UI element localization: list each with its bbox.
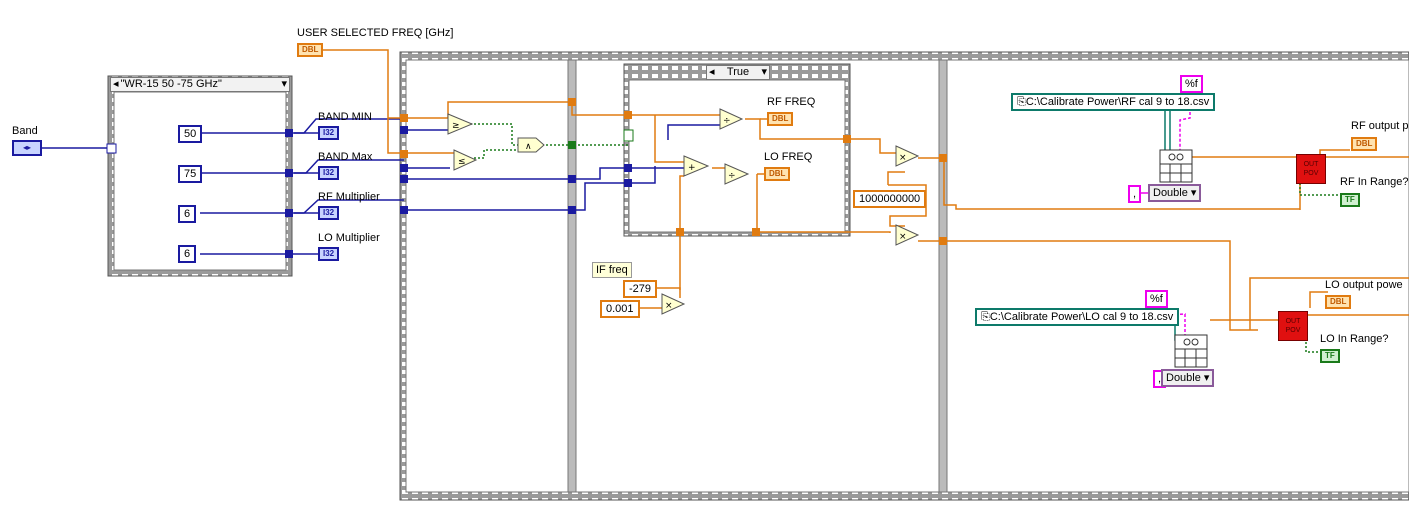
rf-type-chevron-down-icon: ▾ [1190, 187, 1197, 199]
band-enum-control[interactable]: ◂▸ [12, 140, 42, 156]
rf-multiplier-indicator[interactable]: I32 [318, 206, 340, 220]
svg-text:×: × [899, 232, 907, 242]
lo-type-chevron-down-icon: ▾ [1203, 372, 1210, 384]
svg-text:∧: ∧ [525, 142, 532, 152]
band-min-indicator[interactable]: I32 [318, 126, 340, 140]
lo-path-value: C:\Calibrate Power\LO cal 9 to 18.csv [989, 311, 1174, 323]
primitive-divide-rf[interactable]: ÷ [719, 108, 744, 130]
case-structure-true[interactable] [623, 63, 851, 237]
lo-in-range-label: LO In Range? [1320, 333, 1389, 345]
svg-text:×: × [899, 153, 907, 163]
band-min-constant[interactable]: 50 [178, 125, 203, 143]
svg-text:≤: ≤ [458, 157, 466, 167]
case-selector-terminal [106, 143, 117, 154]
lo-out-pov-subvi[interactable]: OUT POV [1278, 311, 1308, 341]
rf-multiplier-constant[interactable]: 6 [178, 205, 197, 223]
if-freq-label: IF freq [592, 262, 632, 278]
band-max-constant[interactable]: 75 [178, 165, 203, 183]
band-max-indicator[interactable]: I32 [318, 166, 340, 180]
lo-multiplier-indicator[interactable]: I32 [318, 247, 340, 261]
user-freq-label: USER SELECTED FREQ [GHz] [297, 27, 454, 39]
svg-text:×: × [665, 301, 673, 311]
rf-output-label: RF output p [1351, 120, 1409, 132]
if-freq-constant[interactable]: -279 [623, 280, 658, 298]
primitive-add[interactable]: + [683, 155, 710, 177]
integer-wires [40, 118, 720, 255]
band-label: Band [12, 125, 38, 137]
rf-output-indicator[interactable]: DBL [1351, 137, 1378, 151]
case-selector-value: "WR-15 50 -75 GHz" [120, 78, 222, 90]
giga-constant[interactable]: 1000000000 [853, 190, 927, 208]
case-prev-arrow[interactable]: ◂ [113, 78, 119, 90]
lo-in-range-indicator[interactable]: TF [1320, 349, 1340, 363]
read-spreadsheet-rf-icon[interactable] [1159, 149, 1193, 183]
flat-sequence-structure[interactable] [399, 51, 1409, 501]
read-spreadsheet-lo-icon[interactable] [1174, 334, 1208, 368]
svg-text:÷: ÷ [728, 171, 736, 181]
case-true-dropdown-arrow[interactable]: ▾ [761, 66, 767, 78]
lo-type-value: Double [1166, 372, 1201, 384]
lo-format-string[interactable]: %f [1145, 290, 1168, 308]
user-freq-control[interactable]: DBL [297, 43, 324, 57]
rf-freq-label: RF FREQ [767, 96, 816, 108]
lo-freq-indicator[interactable]: DBL [764, 167, 791, 181]
case-structure-band[interactable] [107, 75, 293, 277]
rf-type-selector[interactable]: Double ▾ [1148, 184, 1202, 202]
rf-delimiter-constant[interactable]: , [1128, 185, 1142, 203]
lo-output-indicator[interactable]: DBL [1325, 295, 1352, 309]
lo-path-constant[interactable]: ⎘C:\Calibrate Power\LO cal 9 to 18.csv [975, 308, 1180, 326]
rf-in-range-label: RF In Range? [1340, 176, 1409, 188]
rf-path-constant[interactable]: ⎘C:\Calibrate Power\RF cal 9 to 18.csv [1011, 93, 1216, 111]
tunnels [285, 98, 947, 258]
case-dropdown-arrow[interactable]: ▾ [281, 78, 287, 90]
rf-freq-indicator[interactable]: DBL [767, 112, 794, 126]
rf-format-string[interactable]: %f [1180, 75, 1203, 93]
rf-path-value: C:\Calibrate Power\RF cal 9 to 18.csv [1025, 96, 1210, 108]
rf-out-pov-subvi[interactable]: OUT POV [1296, 154, 1326, 184]
band-max-label: BAND Max [318, 151, 373, 163]
lo-multiplier-label: LO Multiplier [318, 232, 380, 244]
lo-freq-label: LO FREQ [764, 151, 813, 163]
lo-output-label: LO output powe [1325, 279, 1403, 291]
case-selector-label[interactable]: ◂ "WR-15 50 -75 GHz" ▾ [110, 77, 290, 92]
primitive-divide-lo[interactable]: ÷ [724, 163, 750, 185]
case-true-selector-label[interactable]: ◂ True ▾ [706, 65, 770, 80]
rf-in-range-indicator[interactable]: TF [1340, 193, 1360, 207]
rf-type-value: Double [1153, 187, 1188, 199]
lo-type-selector[interactable]: Double ▾ [1161, 369, 1215, 387]
if-scale-constant[interactable]: 0.001 [600, 300, 640, 318]
primitive-less-or-equal[interactable]: ≤ [453, 149, 478, 171]
primitive-multiply-lo[interactable]: × [895, 224, 920, 246]
primitive-multiply-rf[interactable]: × [895, 145, 920, 167]
lo-path-icon: ⎘ [981, 311, 990, 323]
svg-text:+: + [688, 163, 696, 173]
primitive-multiply-if[interactable]: × [661, 293, 686, 315]
primitive-and[interactable]: ∧ [517, 137, 545, 153]
lo-multiplier-constant[interactable]: 6 [178, 245, 197, 263]
rf-path-icon: ⎘ [1017, 96, 1026, 108]
rf-multiplier-label: RF Multiplier [318, 191, 380, 203]
case-true-selector-terminal [623, 129, 634, 142]
case-true-value: True [726, 66, 750, 78]
band-min-label: BAND MIN [318, 111, 372, 123]
primitive-greater-or-equal[interactable]: ≥ [447, 113, 474, 135]
svg-text:÷: ÷ [723, 116, 731, 126]
svg-text:≥: ≥ [452, 121, 460, 131]
case-true-prev-arrow[interactable]: ◂ [709, 66, 715, 78]
